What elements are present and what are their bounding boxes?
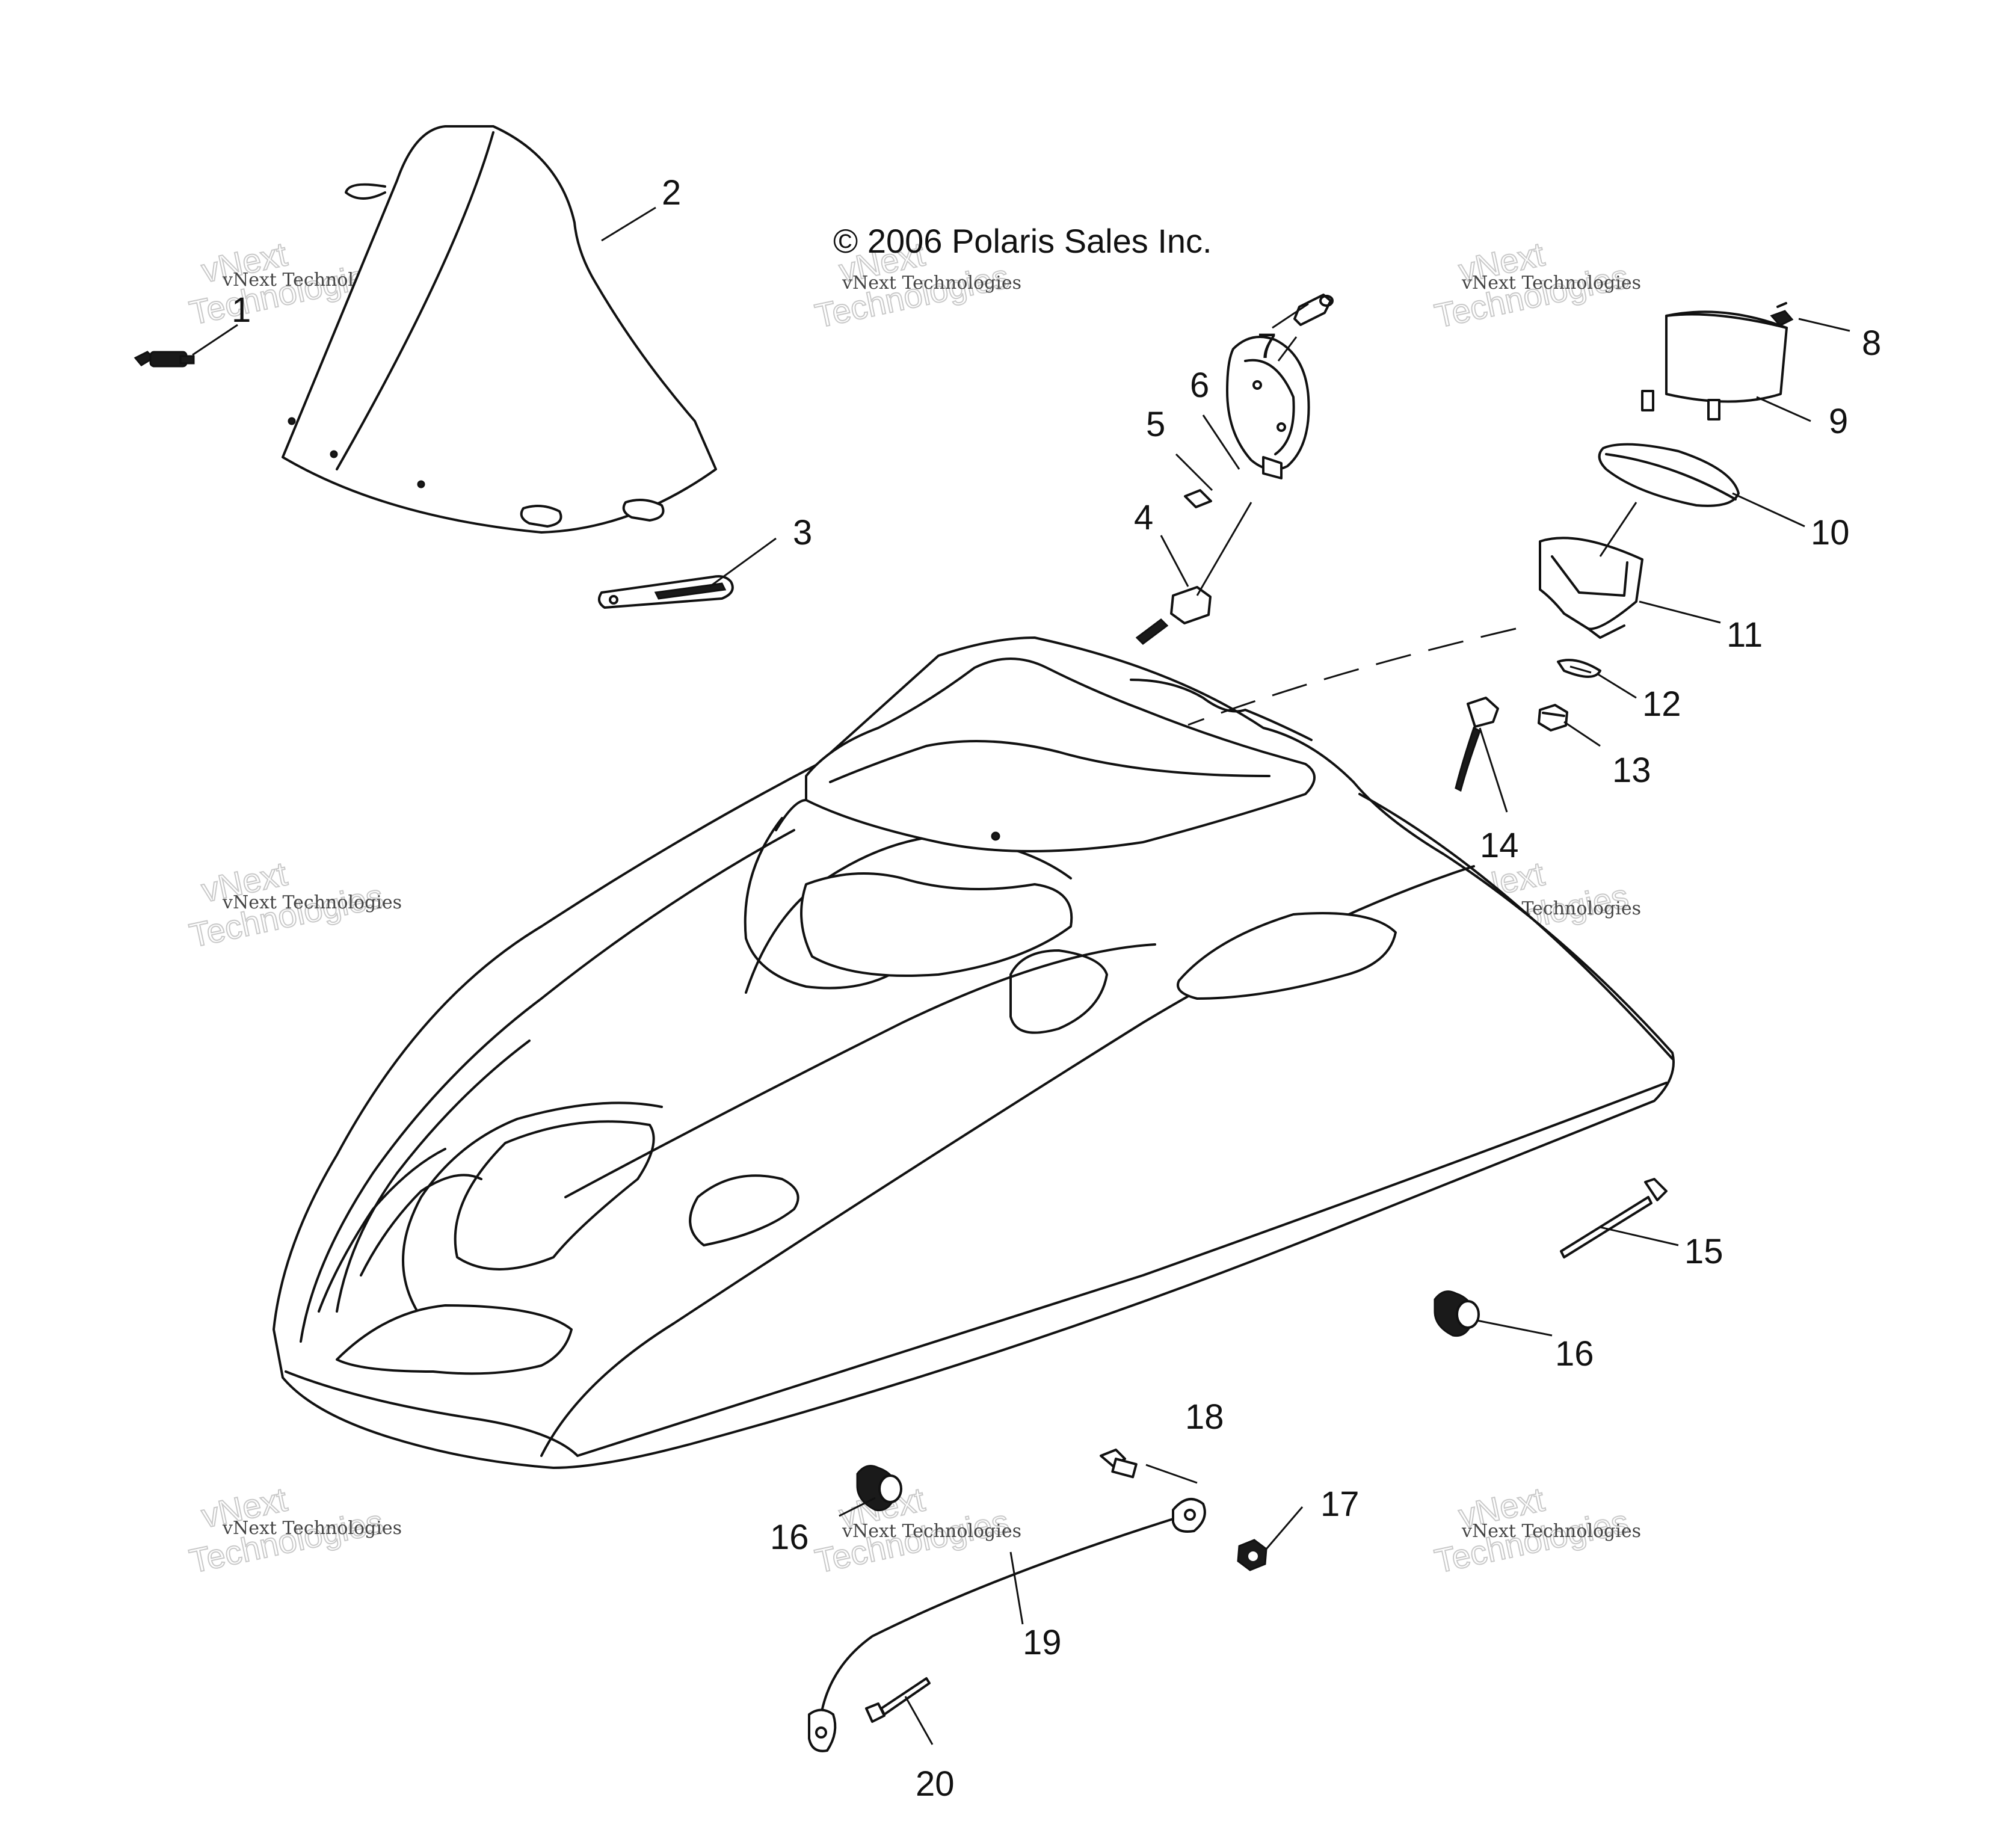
part-20-rivet: [865, 1677, 931, 1723]
hood-body: [273, 636, 1675, 1469]
callout-1: 1: [232, 291, 251, 330]
part-19-tether: [808, 1498, 1206, 1752]
part-11-bezel: [1539, 537, 1643, 639]
callout-5: 5: [1146, 405, 1165, 444]
callout-8: 8: [1862, 324, 1881, 363]
callout-17: 17: [1320, 1485, 1360, 1524]
svg-text:vNext Technologies: vNext Technologies: [842, 273, 1021, 294]
watermark-4: vNext Technologies vNext Technologies: [185, 854, 402, 955]
svg-text:vNext Technologies: vNext Technologies: [1461, 1521, 1641, 1542]
part-8-clip: [1770, 302, 1794, 327]
part-18-bolt: [1100, 1449, 1138, 1479]
callout-6: 6: [1190, 366, 1209, 405]
callout-19: 19: [1023, 1623, 1062, 1662]
svg-text:vNext Technologies: vNext Technologies: [1461, 273, 1641, 294]
svg-text:vNext Technologies: vNext Technologies: [222, 892, 402, 913]
callout-20: 20: [916, 1764, 955, 1803]
part-1-screw: [134, 351, 195, 368]
part-12-spring: [1557, 659, 1601, 678]
callout-12: 12: [1642, 685, 1681, 724]
part-10-lens: [1598, 443, 1740, 507]
callout-14: 14: [1480, 826, 1519, 865]
callout-7: 7: [1257, 327, 1277, 366]
copyright-text: © 2006 Polaris Sales Inc.: [833, 222, 1212, 260]
part-15-cable-tie: [1560, 1178, 1668, 1258]
watermark-3: vNext Technologies vNext Technologies: [1431, 234, 1641, 335]
callout-15: 15: [1684, 1232, 1723, 1271]
callout-3: 3: [793, 513, 812, 552]
part-6-ring: [1226, 336, 1310, 479]
callout-18: 18: [1185, 1397, 1224, 1437]
part-16-grommet-right: [1434, 1290, 1480, 1337]
callout-11: 11: [1726, 615, 1763, 654]
svg-text:vNext Technologies: vNext Technologies: [222, 1518, 402, 1539]
watermark-7: vNext Technologies vNext Technologies: [185, 1479, 402, 1580]
callout-10: 10: [1811, 513, 1850, 552]
part-7-plug: [1293, 294, 1334, 326]
part-4-switch: [1135, 586, 1212, 645]
part-2-windshield: [282, 125, 717, 534]
part-3-clip: [598, 575, 734, 609]
callout-16-right: 16: [1555, 1334, 1594, 1373]
part-14-sensor: [1455, 697, 1499, 792]
part-5-pad: [1184, 489, 1212, 508]
part-13-nut: [1538, 704, 1568, 732]
part-9-housing: [1641, 310, 1788, 420]
callout-4: 4: [1134, 498, 1153, 537]
svg-text:vNext Technologies: vNext Technologies: [842, 1521, 1021, 1542]
callout-13: 13: [1612, 751, 1651, 790]
part-16-grommet-left: [856, 1465, 902, 1512]
watermark-9: vNext Technologies vNext Technologies: [1431, 1479, 1641, 1580]
leader-lines: [192, 206, 1850, 1745]
callout-16-left: 16: [770, 1518, 809, 1557]
callout-labels: 1 2 3 4 5 6 7 8 9 10 11 12 13 14 15 16 1…: [232, 173, 1881, 1803]
callout-9: 9: [1829, 402, 1848, 441]
watermark-8: vNext Technologies vNext Technologies: [811, 1479, 1021, 1580]
callout-2: 2: [662, 173, 681, 212]
part-17-nut: [1237, 1539, 1267, 1571]
